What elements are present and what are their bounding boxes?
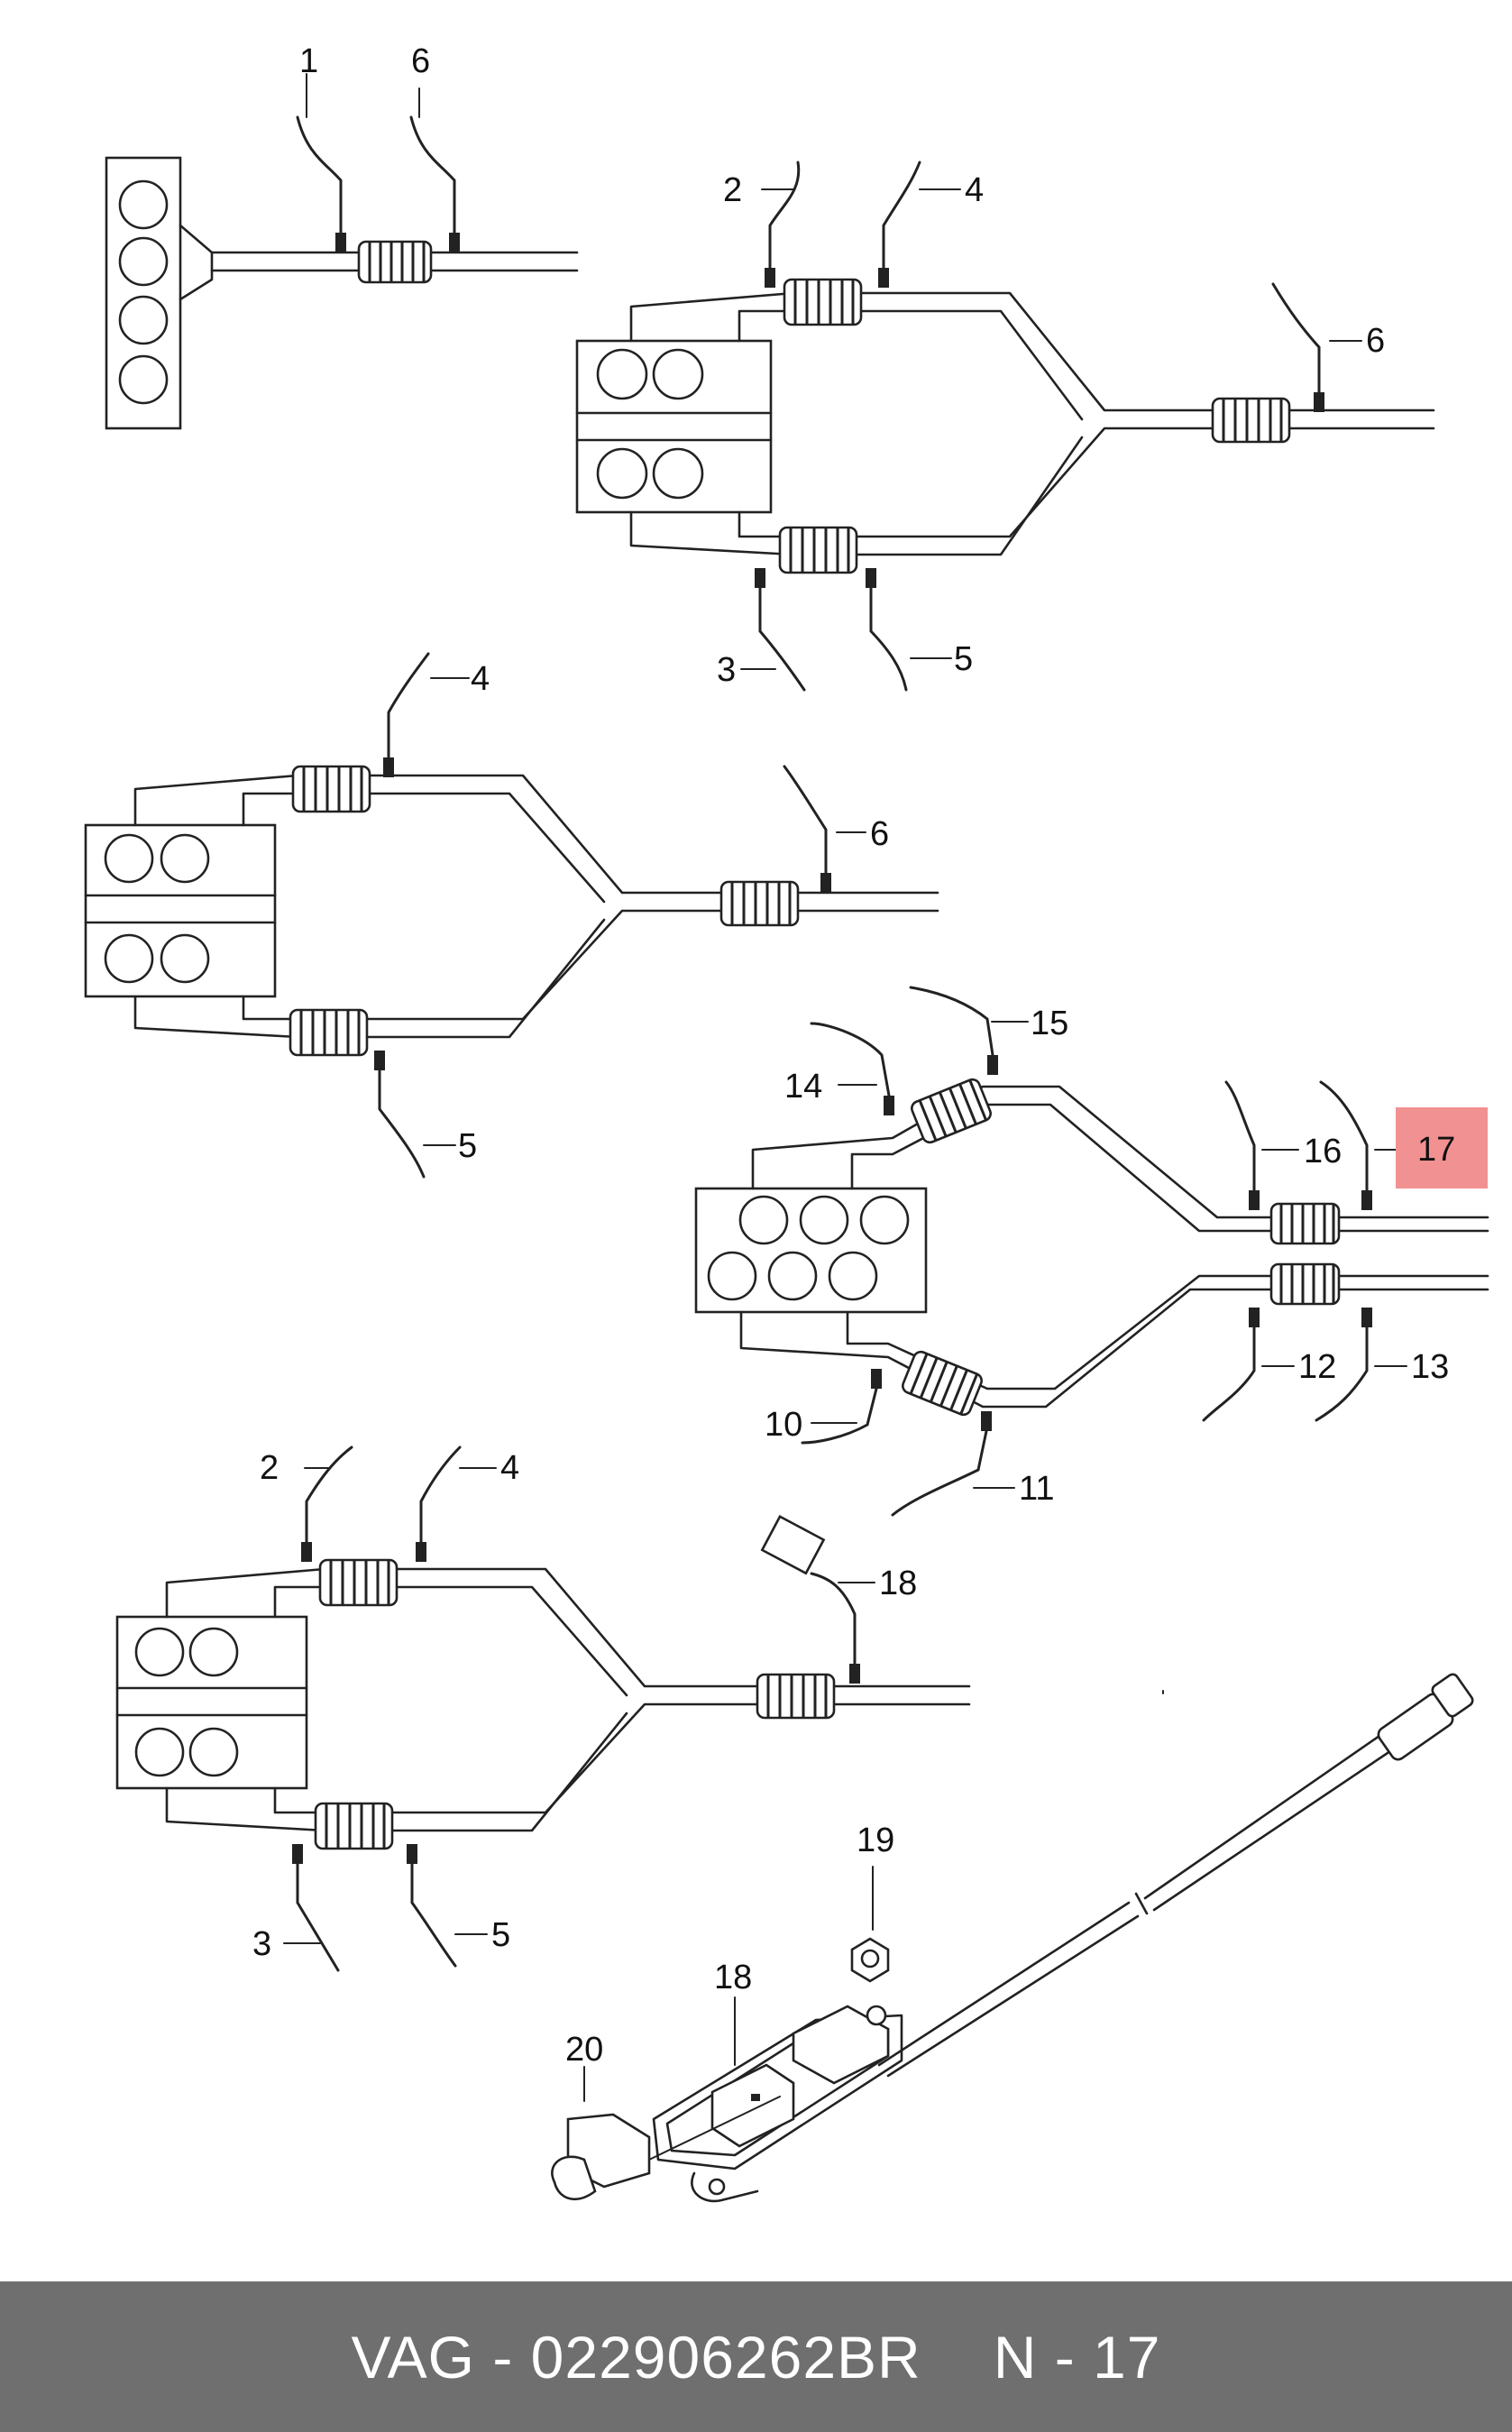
callout-16: 16 bbox=[1304, 1133, 1342, 1170]
callout-3: 3 bbox=[252, 1925, 271, 1963]
callout-20: 20 bbox=[565, 2031, 603, 2069]
callout-10: 10 bbox=[765, 1406, 802, 1444]
callout-3: 3 bbox=[717, 651, 736, 689]
callout-4: 4 bbox=[965, 171, 984, 209]
callout-13: 13 bbox=[1411, 1348, 1449, 1386]
callout-19: 19 bbox=[857, 1822, 894, 1859]
callout-5: 5 bbox=[491, 1916, 510, 1954]
parts-view-nox-sensor: 19 18 20 bbox=[551, 1673, 1474, 2203]
callout-6: 6 bbox=[1366, 322, 1385, 360]
callout-18: 18 bbox=[879, 1565, 917, 1602]
part-number-footer: VAG - 022906262BR N - 17 bbox=[0, 2281, 1512, 2432]
callout-6: 6 bbox=[870, 815, 889, 853]
exhaust-sensor-diagram: 1 6 2 4 6 bbox=[84, 42, 1489, 2203]
callout-17: 17 bbox=[1417, 1131, 1455, 1169]
callout-18: 18 bbox=[714, 1959, 752, 1996]
layout-v6: 15 14 16 17 12 13 10 11 bbox=[694, 986, 1489, 1517]
layout-v4-twin-bank: 2 4 6 3 5 bbox=[575, 161, 1435, 692]
callout-2: 2 bbox=[260, 1449, 279, 1487]
callout-12: 12 bbox=[1298, 1348, 1336, 1386]
layout-v4-with-nox-sensor: 2 4 18 3 5 bbox=[115, 1445, 971, 1972]
callout-6: 6 bbox=[411, 42, 430, 80]
callout-14: 14 bbox=[784, 1068, 822, 1106]
callout-5: 5 bbox=[954, 640, 973, 678]
layout-inline-4: 1 6 bbox=[105, 42, 579, 430]
callout-5: 5 bbox=[458, 1127, 477, 1165]
part-number: VAG - 022906262BR bbox=[351, 2323, 921, 2391]
callout-4: 4 bbox=[500, 1449, 519, 1487]
item-reference: N - 17 bbox=[993, 2323, 1161, 2391]
callout-11: 11 bbox=[1019, 1470, 1054, 1508]
callout-4: 4 bbox=[471, 660, 490, 698]
layout-v4-single-cat: 4 6 5 bbox=[84, 652, 939, 1179]
callout-2: 2 bbox=[723, 171, 742, 209]
nut-19 bbox=[850, 1866, 890, 1983]
callout-15: 15 bbox=[1031, 1005, 1068, 1042]
highlight-17 bbox=[1396, 1107, 1488, 1188]
connector-20 bbox=[551, 2066, 781, 2200]
callout-1: 1 bbox=[299, 42, 318, 80]
control-unit bbox=[652, 2005, 903, 2203]
